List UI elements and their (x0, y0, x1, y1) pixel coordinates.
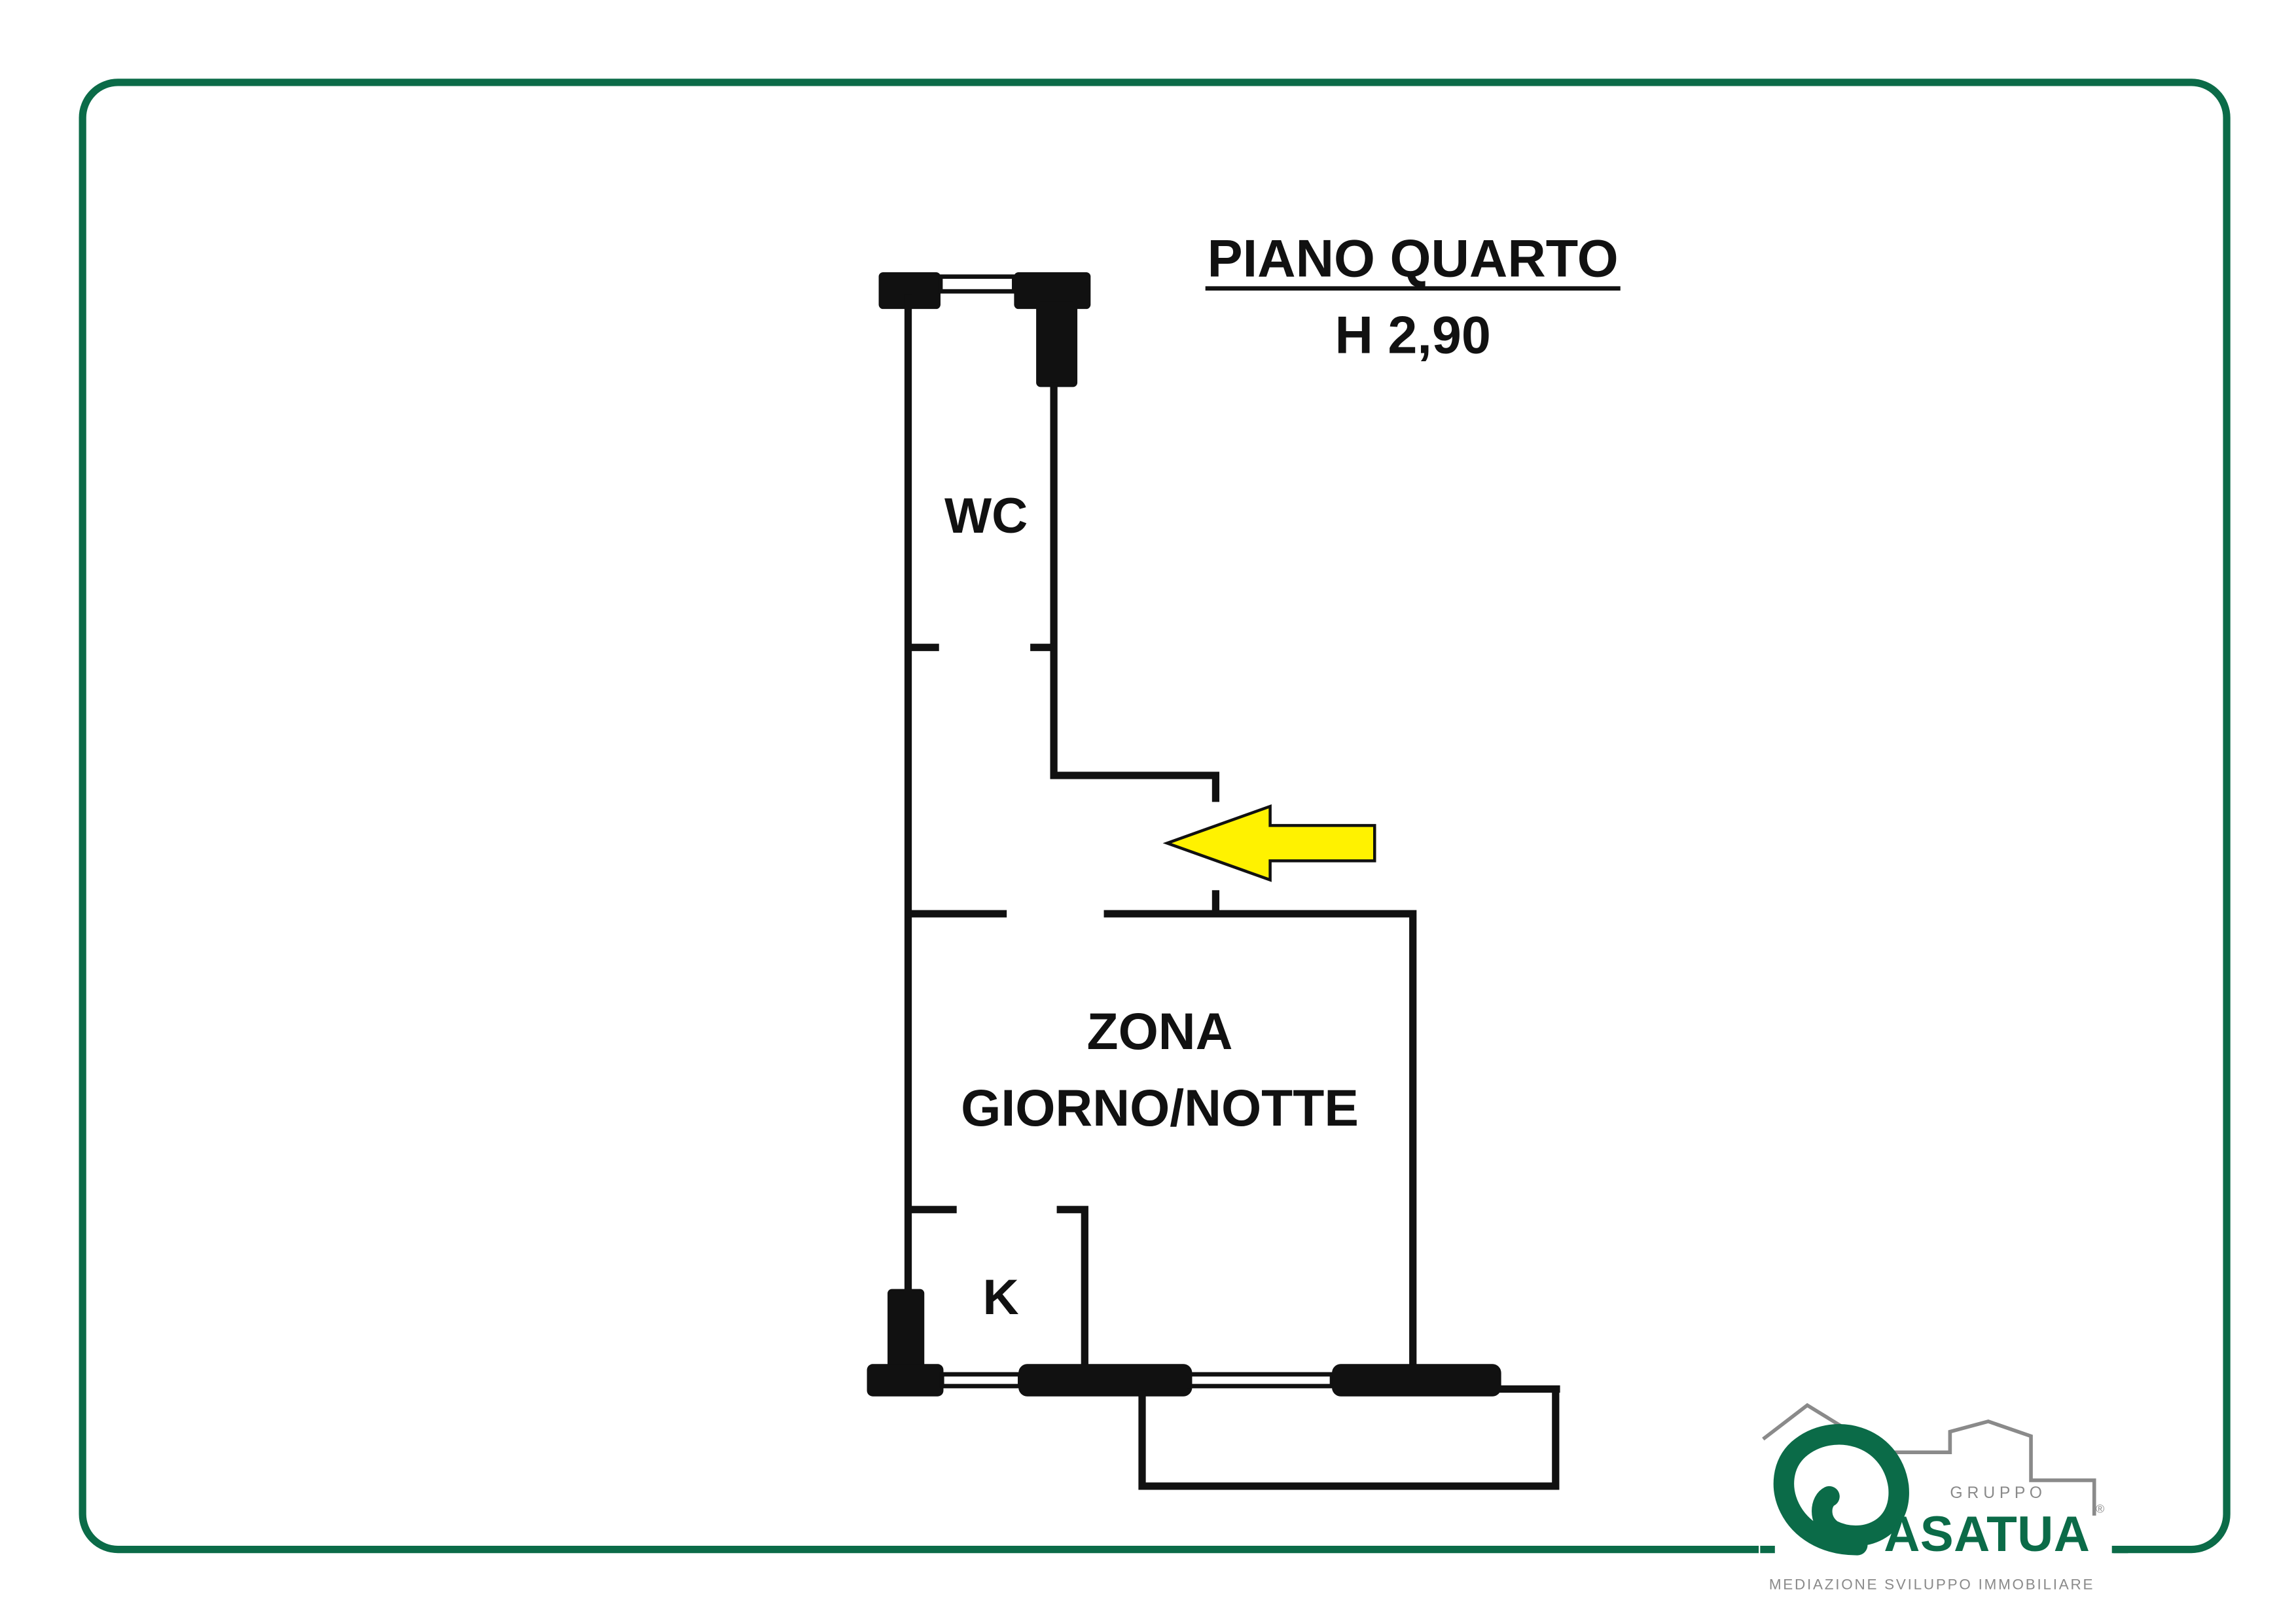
walls (867, 272, 1560, 1490)
logo-swirl-icon (1773, 1424, 1909, 1556)
floor-title: PIANO QUARTO (1208, 230, 1619, 289)
logo-tagline: MEDIAZIONE SVILUPPO IMMOBILIARE (1769, 1576, 2093, 1592)
room-label-kitchen: K (983, 1270, 1019, 1325)
room-label-zona: ZONA (1087, 1003, 1233, 1060)
logo-registered: ® (2096, 1502, 2104, 1515)
company-logo: G R U P P O ASATUA ® MEDIAZIONE SVILUPPO… (1760, 1402, 2128, 1592)
entrance-arrow-icon (1162, 804, 1376, 882)
ceiling-height: H 2,90 (1335, 306, 1490, 365)
sheet-border (79, 79, 2231, 1554)
logo-gruppo: G R U P P O (1950, 1484, 2042, 1502)
logo-roofline-icon (1762, 1402, 2096, 1516)
logo-brand: ASATUA (1884, 1507, 2090, 1562)
room-label-wc: WC (944, 488, 1028, 544)
room-label-giorno-notte: GIORNO/NOTTE (961, 1079, 1359, 1137)
